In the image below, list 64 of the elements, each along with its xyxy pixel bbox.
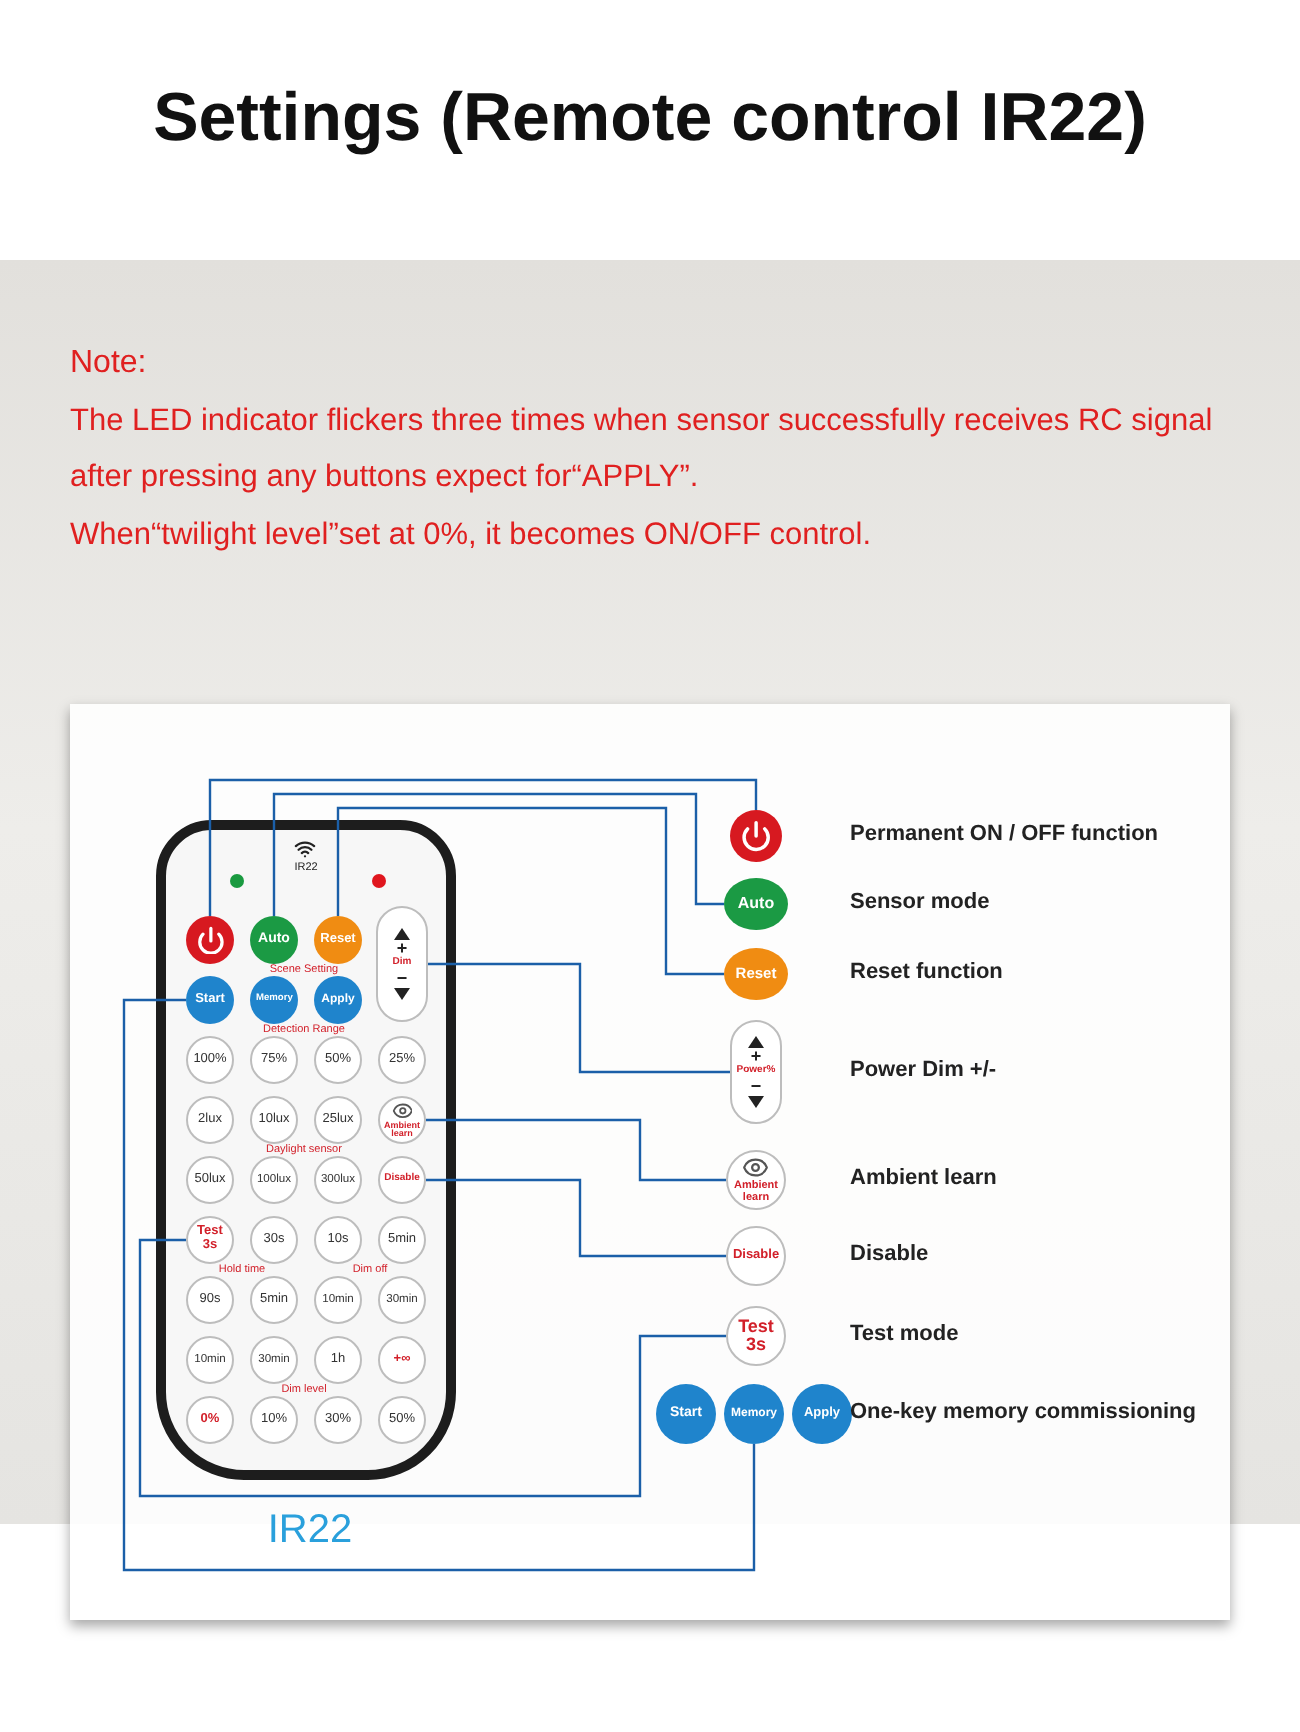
round-button bbox=[250, 1216, 298, 1264]
round-button bbox=[378, 1216, 426, 1264]
button-label: − bbox=[750, 1077, 762, 1097]
round-button bbox=[378, 1156, 426, 1204]
round-button bbox=[314, 1036, 362, 1084]
round-button bbox=[186, 1156, 234, 1204]
connector-line bbox=[122, 998, 756, 1572]
round-button bbox=[186, 976, 234, 1024]
round-button bbox=[250, 1156, 298, 1204]
round-button bbox=[186, 1216, 234, 1264]
connector-line bbox=[428, 962, 730, 1074]
connector-line bbox=[272, 792, 724, 916]
note-text: Note: bbox=[70, 344, 149, 384]
round-button bbox=[250, 1096, 298, 1144]
page-title: Settings (Remote control IR22) bbox=[151, 80, 1149, 158]
round-button bbox=[378, 1336, 426, 1384]
button-label: + bbox=[750, 1047, 762, 1066]
round-button bbox=[314, 1276, 362, 1324]
round-button bbox=[186, 1096, 234, 1144]
round-button bbox=[250, 976, 298, 1024]
function-description: Permanent ON / OFF function bbox=[850, 820, 1159, 848]
power-button bbox=[186, 916, 234, 964]
round-button bbox=[186, 1336, 234, 1384]
connector-line bbox=[426, 1178, 726, 1258]
button-label: Auto bbox=[737, 895, 775, 913]
round-button bbox=[314, 1156, 362, 1204]
button-label: Test 3s bbox=[736, 1317, 776, 1355]
round-button bbox=[250, 916, 298, 964]
round-button bbox=[378, 1036, 426, 1084]
model-caption: IR22 bbox=[265, 1506, 355, 1554]
connector-line bbox=[426, 1118, 726, 1182]
rocker-button bbox=[376, 906, 428, 1022]
note-text: The LED indicator flickers three times when sensor successfully receives RC signal after pressing any buttons expect for“APPLY”. bbox=[70, 402, 1215, 498]
round-button bbox=[186, 1036, 234, 1084]
round-button bbox=[314, 976, 362, 1024]
round-button bbox=[186, 1396, 234, 1444]
round-button bbox=[250, 1396, 298, 1444]
note-text: When“twilight level”set at 0%, it becomes ON/OFF control. bbox=[70, 516, 874, 556]
round-button bbox=[378, 1396, 426, 1444]
round-button bbox=[314, 1096, 362, 1144]
function-description: Reset function bbox=[850, 958, 1003, 986]
round-button bbox=[250, 1336, 298, 1384]
round-button bbox=[314, 1216, 362, 1264]
connector-line bbox=[138, 1238, 726, 1498]
function-description: Disable bbox=[850, 1240, 929, 1268]
round-button bbox=[314, 916, 362, 964]
function-description: Power Dim +/- bbox=[850, 1056, 997, 1084]
connector-line bbox=[208, 778, 758, 916]
rocker-button-symbol bbox=[730, 1020, 782, 1124]
round-button bbox=[378, 1096, 426, 1144]
round-button bbox=[378, 1276, 426, 1324]
function-description: One-key memory commissioning bbox=[850, 1398, 1196, 1426]
round-button bbox=[314, 1396, 362, 1444]
round-button bbox=[314, 1336, 362, 1384]
function-description: Sensor mode bbox=[850, 888, 990, 916]
connector-line bbox=[336, 806, 724, 976]
function-description: Ambient learn bbox=[850, 1164, 997, 1192]
round-button bbox=[250, 1036, 298, 1084]
button-label: + bbox=[396, 939, 408, 958]
round-button bbox=[186, 1276, 234, 1324]
remote-control bbox=[156, 820, 456, 1480]
button-label: − bbox=[396, 969, 408, 989]
round-button bbox=[250, 1276, 298, 1324]
function-description: Test mode bbox=[850, 1320, 959, 1348]
